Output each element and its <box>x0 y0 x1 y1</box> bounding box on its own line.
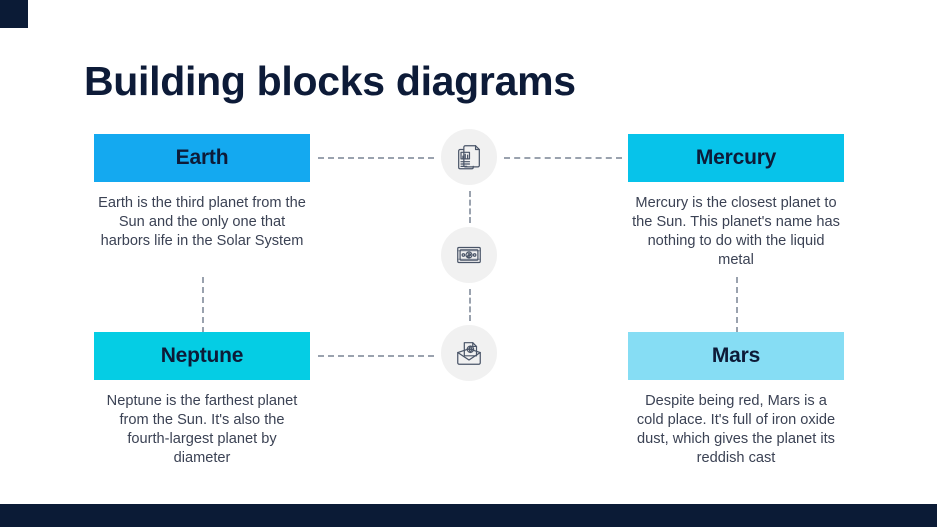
block-neptune[interactable]: Neptune Neptune is the farthest planet f… <box>94 332 310 468</box>
connector-money-icon-to-mail-icon <box>469 289 471 321</box>
block-mars[interactable]: Mars Despite being red, Mars is a cold p… <box>628 332 844 468</box>
envelope-mail-icon[interactable] <box>441 325 497 381</box>
envelope-mail-icon-glyph <box>457 342 481 365</box>
block-mercury-title: Mercury <box>695 146 777 169</box>
block-mercury-body: Mercury is the closest planet to the Sun… <box>632 195 840 268</box>
connector-earth-to-neptune <box>202 277 204 333</box>
banknote-money-icon-glyph <box>457 246 481 264</box>
top-left-corner-accent <box>0 0 28 28</box>
block-earth-header[interactable]: Earth <box>94 134 310 182</box>
block-neptune-title: Neptune <box>160 344 244 367</box>
block-mars-title: Mars <box>711 344 761 367</box>
block-mercury-header[interactable]: Mercury <box>628 134 844 182</box>
documents-report-icon[interactable] <box>441 129 497 185</box>
block-earth[interactable]: Earth Earth is the third planet from the… <box>94 134 310 251</box>
block-mercury[interactable]: Mercury Mercury is the closest planet to… <box>628 134 844 270</box>
block-neptune-body: Neptune is the farthest planet from the … <box>106 393 298 466</box>
block-earth-body: Earth is the third planet from the Sun a… <box>98 195 306 249</box>
bottom-accent-bar <box>0 504 937 527</box>
block-mars-body: Despite being red, Mars is a cold place.… <box>636 393 836 466</box>
documents-report-icon-glyph <box>458 145 480 170</box>
connector-neptune-to-mail-icon <box>318 355 434 357</box>
block-neptune-header[interactable]: Neptune <box>94 332 310 380</box>
connector-report-icon-to-money-icon <box>469 191 471 223</box>
page-title: Building blocks diagrams <box>84 58 576 104</box>
banknote-money-icon[interactable] <box>441 227 497 283</box>
block-earth-title: Earth <box>175 146 229 169</box>
block-mars-header[interactable]: Mars <box>628 332 844 380</box>
connector-report-icon-to-mercury <box>504 157 622 159</box>
connector-earth-to-report-icon <box>318 157 434 159</box>
connector-mercury-to-mars <box>736 277 738 333</box>
